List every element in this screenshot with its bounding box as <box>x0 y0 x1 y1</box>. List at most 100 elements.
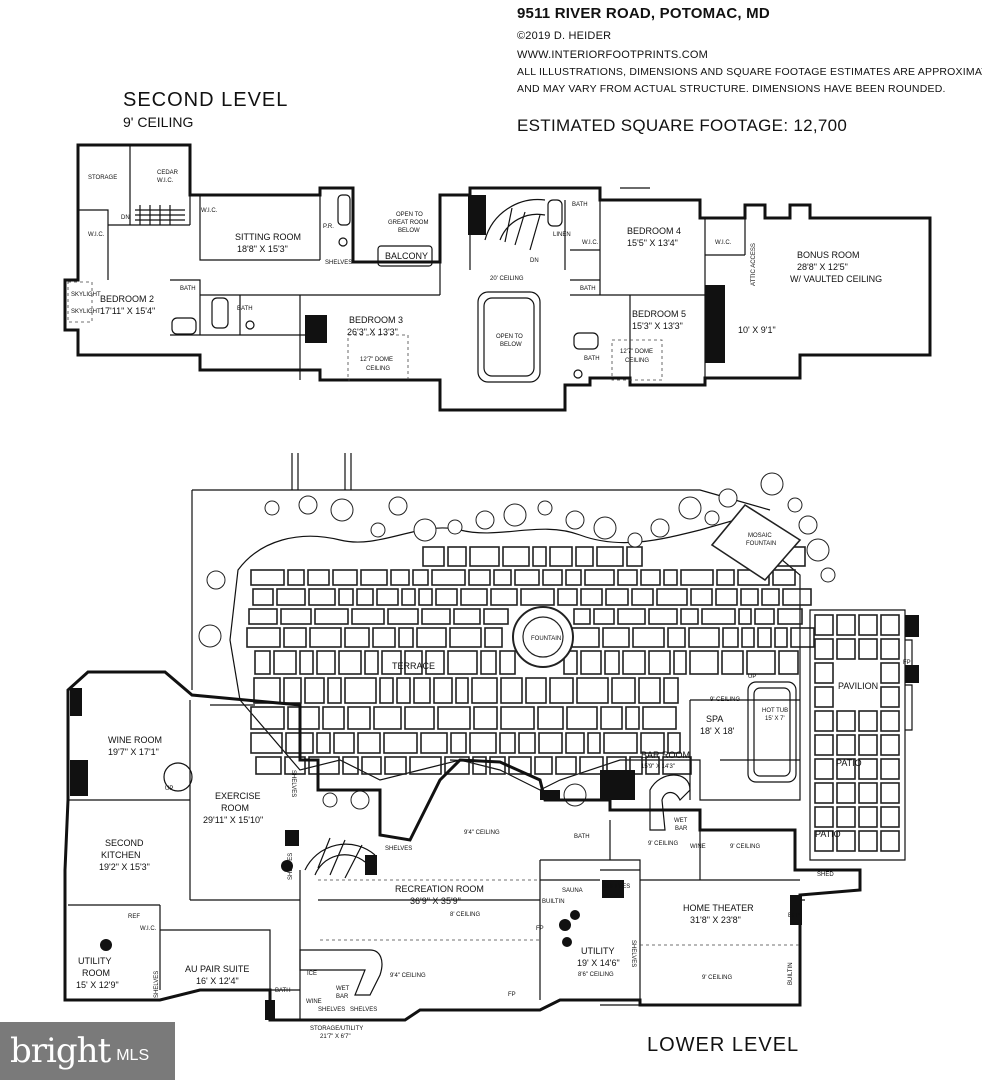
terrace-paver <box>622 650 646 675</box>
patio-paver <box>836 734 856 756</box>
terrace-paver <box>645 756 660 775</box>
patio-paver <box>858 734 878 756</box>
patio-paver <box>858 830 878 852</box>
terrace-paver <box>396 677 411 704</box>
label-wic-c: W.I.C. <box>582 240 599 246</box>
label-bonus-note: W/ VAULTED CEILING <box>790 274 882 284</box>
label-bedroom2-dim: 17'11" X 15'4" <box>100 306 155 316</box>
terrace-paver <box>500 706 535 730</box>
terrace-paver <box>425 650 445 675</box>
tree-icon <box>370 522 386 538</box>
tree-icon <box>413 518 437 542</box>
terrace-paver <box>640 732 665 754</box>
label-dn-a: DN <box>121 215 130 221</box>
label-recreation: RECREATION ROOM <box>395 884 484 894</box>
terrace-paver <box>472 756 487 775</box>
terrace-paver <box>566 706 598 730</box>
patio-paver <box>858 758 878 780</box>
label-dome-5b: CEILING <box>625 358 649 364</box>
terrace-paver <box>338 650 362 675</box>
label-ceiling94-b: 9'4" CEILING <box>390 973 426 979</box>
second-level-ceiling: 9' CEILING <box>123 114 194 130</box>
patio-paver <box>858 710 878 732</box>
label-exercise-2: ROOM <box>221 803 249 813</box>
label-bath-c: BATH <box>572 202 588 208</box>
label-dome-3a: 12'7" DOME <box>360 357 393 363</box>
label-wet-bar-a1: WET <box>674 818 688 824</box>
terrace-paver <box>640 569 661 586</box>
terrace-paver <box>344 677 377 704</box>
label-shelves-b: SHELVES <box>288 853 294 880</box>
label-builtin-b: BUILTIN <box>788 962 794 985</box>
label-wic-a: W.I.C. <box>201 208 218 214</box>
lower-level-labels: TERRACE FOUNTAIN MOSAIC FOUNTAIN PAVILIO… <box>76 533 911 1040</box>
label-small-room: 10' X 9'1" <box>738 325 776 335</box>
tree-icon <box>678 496 702 520</box>
label-open-great-1: OPEN TO <box>396 212 423 218</box>
terrace-paver <box>316 650 336 675</box>
patio-paver <box>814 758 834 780</box>
label-bath-e: BATH <box>584 356 600 362</box>
terrace-paver <box>437 706 471 730</box>
terrace-paver <box>356 588 374 606</box>
terrace-paver <box>384 756 407 775</box>
terrace-paver <box>246 627 281 648</box>
tree-icon <box>350 790 370 810</box>
terrace-paver <box>421 608 451 625</box>
terrace-paver <box>416 627 447 648</box>
terrace-paver <box>453 608 481 625</box>
terrace-paver <box>579 756 604 775</box>
label-ref: REF <box>128 914 140 920</box>
terrace-paver <box>499 650 516 675</box>
label-dome-3b: CEILING <box>366 366 390 372</box>
label-hot-tub: HOT TUB <box>762 708 788 714</box>
tree-icon <box>388 496 408 516</box>
terrace-paver <box>433 677 453 704</box>
terrace-paver <box>460 588 488 606</box>
terrace-paver <box>500 677 523 704</box>
terrace-paver <box>740 588 759 606</box>
landscape-trees <box>198 472 836 810</box>
tree-icon <box>563 783 587 807</box>
terrace-paver <box>662 756 692 775</box>
terrace-paver <box>376 588 399 606</box>
terrace-paver <box>617 569 638 586</box>
terrace-paver <box>761 588 780 606</box>
terrace-paver <box>722 627 739 648</box>
terrace-paver <box>667 732 681 754</box>
terrace-paver <box>576 677 609 704</box>
patio-paver <box>858 782 878 804</box>
terrace-paver <box>754 608 775 625</box>
label-bedroom3: BEDROOM 3 <box>349 315 403 325</box>
terrace-paver <box>656 588 688 606</box>
label-attic: ATTIC ACCESS <box>751 243 757 286</box>
label-shelves-a: SHELVES <box>290 770 296 797</box>
tree-icon <box>537 500 553 516</box>
label-bedroom4: BEDROOM 4 <box>627 226 681 236</box>
terrace-paver <box>537 706 564 730</box>
label-shed: SHED <box>817 872 834 878</box>
terrace-paver <box>484 627 503 648</box>
website-line: WWW.INTERIORFOOTPRINTS.COM <box>517 49 708 61</box>
terrace-paver <box>690 588 713 606</box>
terrace-paver <box>738 608 752 625</box>
terrace-paver <box>565 569 582 586</box>
terrace-paver <box>580 650 602 675</box>
label-shelves-h: SHELVES <box>154 971 160 998</box>
terrace-paver <box>596 546 624 567</box>
patio-paver <box>836 638 856 660</box>
terrace-paver <box>480 650 497 675</box>
terrace-paver <box>254 650 271 675</box>
terrace-paver <box>342 756 359 775</box>
terrace-paver <box>605 588 629 606</box>
label-fp-a: FP <box>508 992 516 998</box>
terrace-paver <box>450 732 467 754</box>
patio-paver <box>836 782 856 804</box>
tree-icon <box>760 472 784 496</box>
label-skylight-b: SKYLIGHT <box>71 309 101 315</box>
label-mosaic-2: FOUNTAIN <box>746 541 776 547</box>
terrace-paver <box>287 569 305 586</box>
label-bonus: BONUS ROOM <box>797 250 860 260</box>
tree-icon <box>503 503 527 527</box>
label-patio-a: PATIO <box>836 758 862 768</box>
